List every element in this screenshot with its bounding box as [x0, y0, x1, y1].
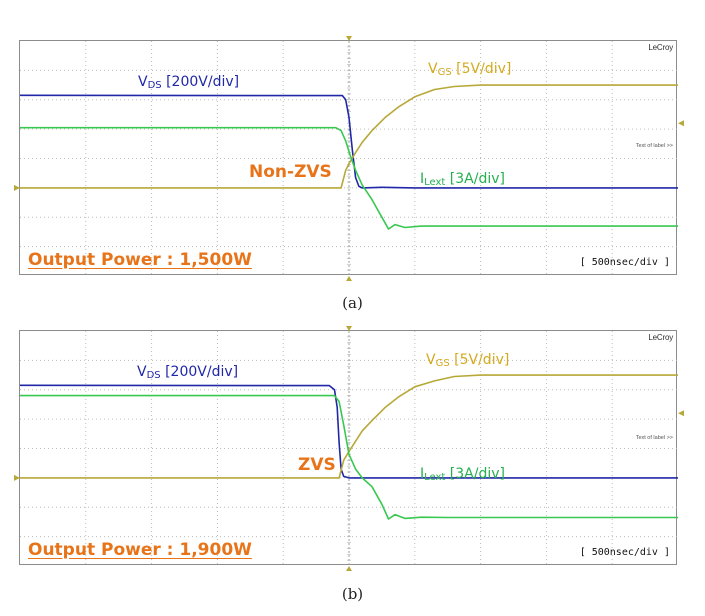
trigger-position-marker-top: [346, 326, 352, 331]
ilext-label-a: ILext [3A/div]: [420, 171, 505, 188]
ilext-label-b: ILext [3A/div]: [420, 466, 505, 483]
timebase-readout: [ 500nsec/div ]: [579, 257, 670, 268]
oscilloscope-panel-b: LeCroy Text of label >> [ 500nsec/div ] …: [14, 326, 684, 571]
brand-label: LeCroy: [648, 333, 673, 342]
non-zvs-annotation: Non-ZVS: [249, 162, 332, 182]
trigger-position-marker-top: [346, 36, 352, 41]
vgs-trace: [20, 374, 678, 479]
trigger-level-marker: [678, 410, 684, 417]
vds-trace: [19, 94, 678, 189]
trigger-level-marker: [678, 120, 684, 127]
trigger-position-marker-bottom: [346, 276, 352, 281]
scope-plot-b: [14, 326, 684, 571]
ground-marker: [14, 474, 20, 481]
vgs-label-a: VGS [5V/div]: [428, 61, 512, 78]
zvs-annotation: ZVS: [298, 455, 336, 475]
ilext-trace: [20, 126, 678, 230]
ilext-trace: [20, 394, 678, 520]
scope-plot-a: [14, 36, 684, 281]
ground-marker: [14, 184, 20, 191]
timebase-readout: [ 500nsec/div ]: [579, 547, 670, 558]
caption-b: (b): [341, 585, 364, 603]
oscilloscope-panel-a: LeCroy Text of label >> [ 500nsec/div ] …: [14, 36, 684, 281]
caption-a: (a): [342, 294, 363, 312]
text-of-label: Text of label >>: [635, 143, 673, 149]
vgs-trace: [20, 84, 678, 189]
vds-label-b: VDS [200V/div]: [137, 364, 239, 381]
trigger-position-marker-bottom: [346, 566, 352, 571]
output-power-label: Output Power : 1,900W: [28, 540, 252, 560]
text-of-label: Text of label >>: [635, 435, 673, 441]
vgs-label-b: VGS [5V/div]: [426, 352, 510, 369]
output-power-label: Output Power : 1,500W: [28, 250, 252, 270]
brand-label: LeCroy: [648, 43, 673, 52]
vds-label-a: VDS [200V/div]: [138, 74, 240, 91]
